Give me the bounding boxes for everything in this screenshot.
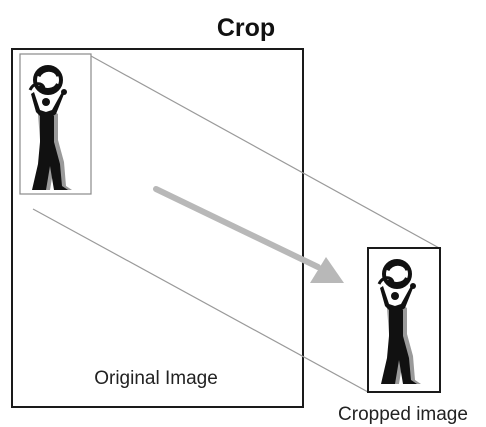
- cropped-image-frame: [367, 247, 441, 393]
- diagram-title: Crop: [217, 14, 275, 42]
- original-image-frame: [11, 48, 304, 408]
- original-image-label: Original Image: [94, 368, 218, 389]
- connector-line-bottom: [32, 208, 369, 393]
- connector-line-top: [90, 55, 442, 250]
- person-juggling-icon: [30, 67, 72, 190]
- crop-region: [19, 53, 92, 195]
- person-juggling-icon: [379, 261, 421, 384]
- cropped-image-label: Cropped image: [338, 404, 468, 425]
- crop-arrow-icon: [153, 186, 344, 283]
